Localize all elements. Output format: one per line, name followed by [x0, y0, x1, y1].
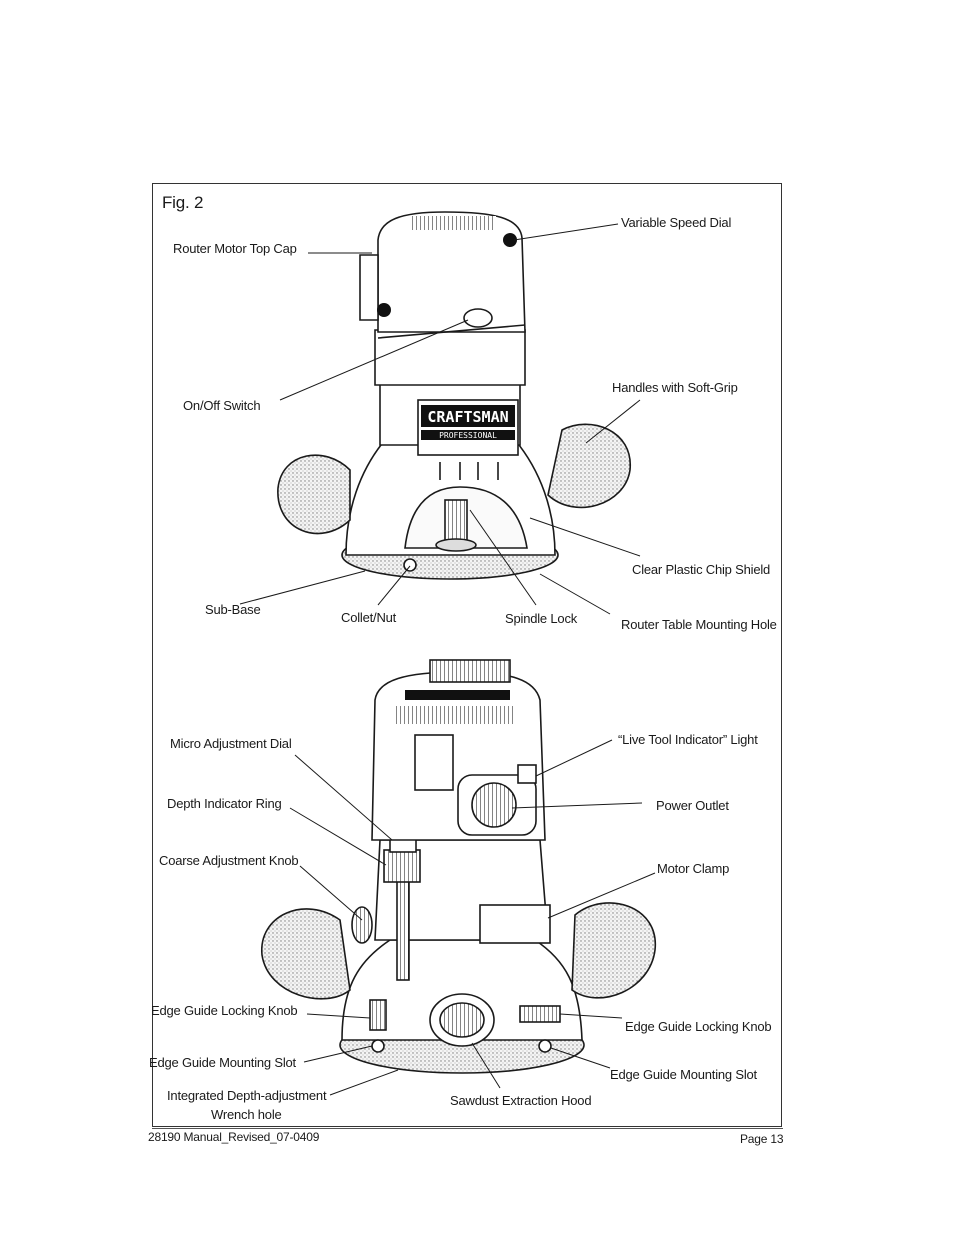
motor-band — [374, 329, 526, 386]
label-router-motor-top-cap: Router Motor Top Cap — [173, 241, 297, 256]
brand-text: CRAFTSMAN — [427, 408, 508, 426]
right-edge-guide-knob — [519, 1005, 561, 1023]
label-handles-soft-grip: Handles with Soft-Grip — [612, 380, 738, 395]
leader-lines — [239, 223, 656, 1096]
label-edge-guide-mounting-slot-right: Edge Guide Mounting Slot — [610, 1067, 757, 1082]
collet-shape — [444, 499, 468, 541]
collet-nut-shape — [435, 538, 477, 552]
router-table-hole — [403, 558, 417, 572]
figure-title: Fig. 2 — [162, 193, 204, 212]
label-micro-adjustment-dial: Micro Adjustment Dial — [170, 736, 292, 751]
brand-subbar — [421, 430, 515, 440]
label-wrench-hole: Wrench hole — [211, 1107, 282, 1122]
variable-speed-dial-shape — [503, 233, 517, 247]
coarse-adjustment-knob-shape — [351, 906, 373, 944]
left-edge-guide-knob — [369, 999, 387, 1031]
label-router-table-mounting-hole: Router Table Mounting Hole — [621, 617, 777, 632]
bottom-left-handle-shape — [261, 908, 351, 1000]
label-sub-base: Sub-Base — [205, 602, 261, 617]
label-depth-indicator-ring: Depth Indicator Ring — [167, 796, 282, 811]
brand-subtext: PROFESSIONAL — [439, 431, 497, 440]
label-power-outlet: Power Outlet — [656, 798, 729, 813]
live-tool-light-shape — [517, 764, 537, 784]
motor-clamp-shape — [479, 904, 551, 944]
bottom-motor-vents — [429, 659, 511, 683]
bottom-cap-vents — [395, 706, 515, 724]
left-handle-shape — [277, 454, 351, 535]
bottom-right-handle-shape — [571, 902, 656, 999]
depth-column — [396, 869, 410, 981]
label-edge-guide-locking-knob-left: Edge Guide Locking Knob — [151, 1003, 298, 1018]
label-edge-guide-locking-knob-right: Edge Guide Locking Knob — [625, 1019, 772, 1034]
frame-bottom-rule — [152, 1128, 783, 1129]
top-router-drawing: CRAFTSMAN PROFESSIONAL — [277, 211, 631, 580]
footer-manual-id: 28190 Manual_Revised_07-0409 — [148, 1130, 320, 1144]
label-on-off-switch: On/Off Switch — [183, 398, 261, 413]
label-collet-nut: Collet/Nut — [341, 610, 397, 625]
on-off-switch-shape — [463, 308, 493, 328]
depth-indicator-ring-shape — [383, 849, 421, 883]
label-motor-clamp: Motor Clamp — [657, 861, 730, 876]
bottom-router-drawing — [261, 659, 656, 1074]
label-live-tool-indicator-light: “Live Tool Indicator” Light — [618, 732, 758, 747]
label-coarse-adjustment-knob: Coarse Adjustment Knob — [159, 853, 299, 868]
brand-bar — [421, 405, 515, 427]
side-knob — [377, 303, 391, 317]
power-outlet-shape — [471, 782, 517, 828]
motor-cap-grille — [410, 216, 496, 230]
label-variable-speed-dial: Variable Speed Dial — [621, 215, 732, 230]
label-clear-plastic-chip-shield: Clear Plastic Chip Shield — [632, 562, 771, 577]
right-mounting-slot-hole — [538, 1039, 552, 1053]
left-mounting-slot-hole — [371, 1039, 385, 1053]
motor-cap-shape — [377, 211, 526, 333]
bottom-side-panel — [414, 734, 454, 791]
label-sawdust-extraction-hood: Sawdust Extraction Hood — [450, 1093, 592, 1108]
label-edge-guide-mounting-slot-left: Edge Guide Mounting Slot — [149, 1055, 296, 1070]
footer-page-number: Page 13 — [740, 1132, 784, 1146]
right-handle-shape — [547, 423, 631, 509]
label-integrated-depth-adjustment: Integrated Depth-adjustment — [167, 1088, 327, 1103]
figure-frame — [152, 183, 782, 1127]
bottom-cap-label-bar — [405, 690, 510, 700]
label-spindle-lock: Spindle Lock — [505, 611, 578, 626]
